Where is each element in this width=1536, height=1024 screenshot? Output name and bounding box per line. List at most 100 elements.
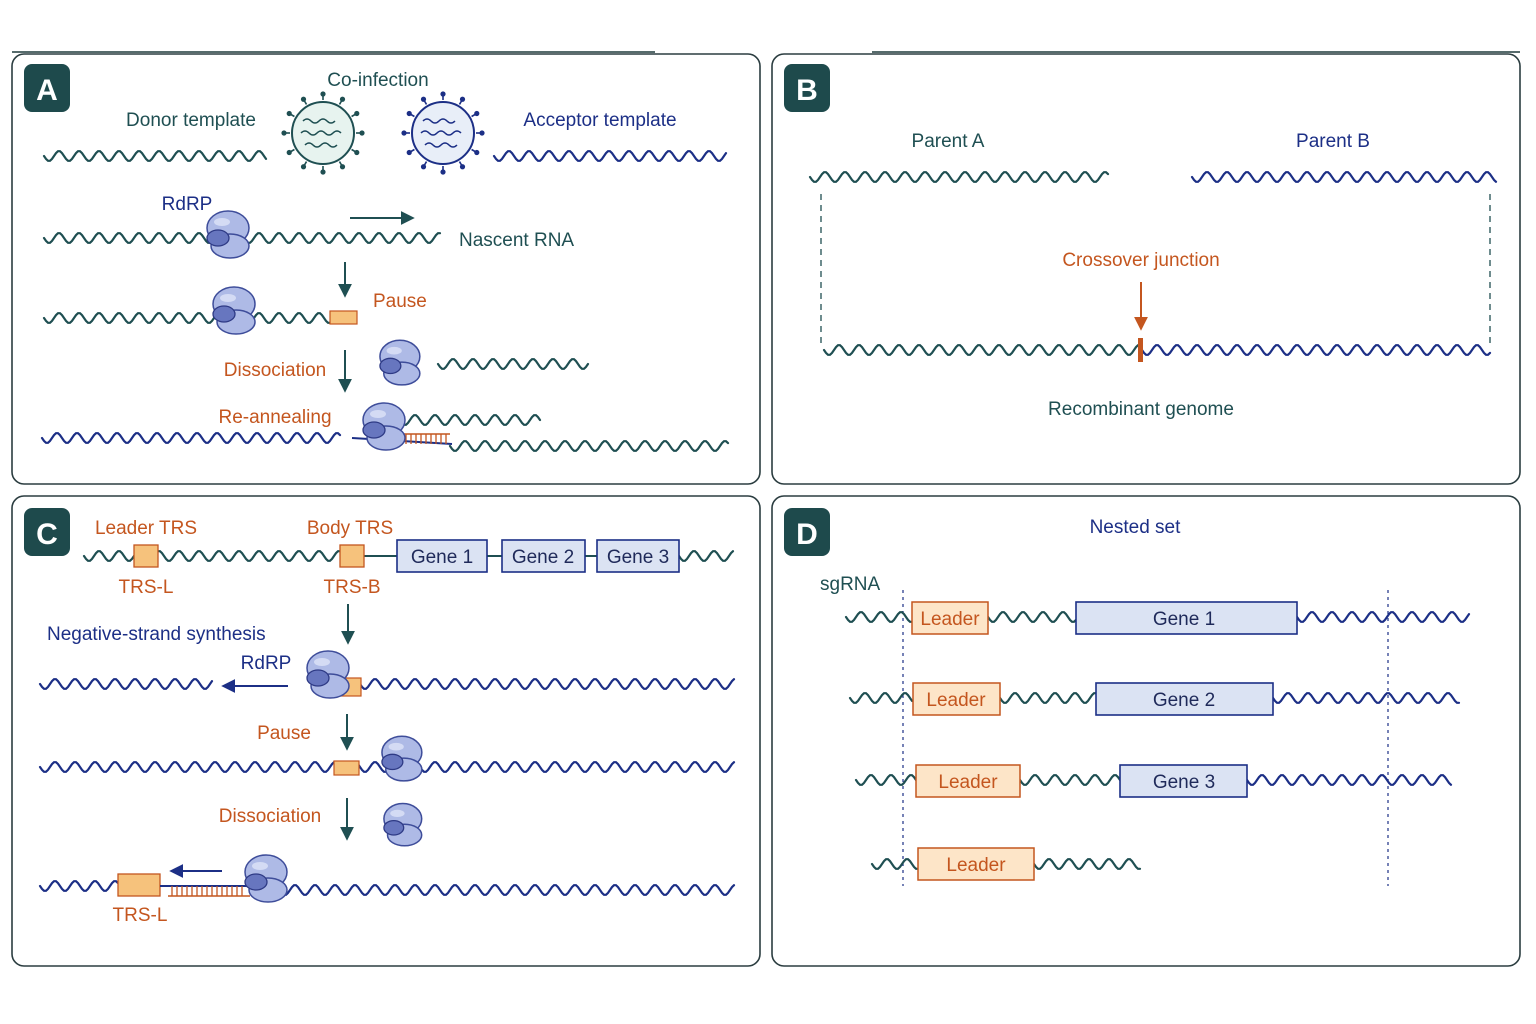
rdrp-label-a: RdRP xyxy=(162,194,213,215)
panel-c: C Leader TRS Body TRS Gene 1 Gene 2 Gene… xyxy=(24,508,736,926)
rdrp-c-dissociated-icon xyxy=(383,802,423,847)
sgrna-1-tail-strand xyxy=(1295,611,1471,623)
panel-b-badge-label: B xyxy=(796,74,818,107)
sgrna-4-lead-strand xyxy=(870,858,920,870)
sgrna-label: sgRNA xyxy=(820,574,881,595)
trs-l-bottom-label: TRS-L xyxy=(113,905,168,926)
panel-d-badge xyxy=(784,508,830,556)
nascent-rna-label: Nascent RNA xyxy=(459,230,574,251)
crossover-junction-mark xyxy=(1138,338,1143,362)
rdrp-c-switch-icon xyxy=(244,854,288,903)
sgrna-1-gene-box xyxy=(1075,601,1298,635)
genome-strand-c xyxy=(82,550,342,562)
reannealed-nascent-strand xyxy=(398,414,542,426)
sgrna-2-gene-box xyxy=(1095,682,1274,716)
panel-d: D Nested set sgRNA Leader Gene 1 Leader … xyxy=(784,508,1471,886)
rdrp-c-paused-icon xyxy=(381,735,423,782)
pause-label-a: Pause xyxy=(373,291,427,312)
sgrna-4-leader-label: Leader xyxy=(946,855,1006,876)
sgrna-3-tail-strand xyxy=(1245,774,1453,786)
nested-set-label: Nested set xyxy=(1090,517,1182,538)
sgrna-3-lead-strand xyxy=(854,774,918,786)
acceptor-strand-bottom-right xyxy=(448,440,730,452)
negative-strand-label: Negative-strand synthesis xyxy=(47,624,266,645)
panel-a-frame xyxy=(11,53,761,485)
gene-1-label: Gene 1 xyxy=(411,547,473,568)
trs-box-pause xyxy=(333,760,360,776)
sgrna-1-lead-strand xyxy=(844,611,914,623)
gene-2-box xyxy=(501,539,586,573)
crossover-junction-label: Crossover junction xyxy=(1062,250,1219,271)
recombinant-right-strand xyxy=(1140,344,1492,356)
sgrna-3-gene-box xyxy=(1119,764,1248,798)
panel-b-badge xyxy=(784,64,830,112)
rdrp-paused-icon xyxy=(212,286,256,335)
paused-strand xyxy=(42,312,332,324)
sgrna-3-leader-box xyxy=(915,764,1021,798)
parent-b-label: Parent B xyxy=(1296,131,1370,152)
donor-template-strand xyxy=(42,150,268,162)
reannealing-label: Re-annealing xyxy=(218,407,331,428)
panel-c-badge-label: C xyxy=(36,518,58,551)
gene-3-box xyxy=(596,539,680,573)
parent-a-strand xyxy=(808,171,1110,183)
parent-a-label: Parent A xyxy=(912,131,985,152)
acceptor-template-label: Acceptor template xyxy=(523,110,676,131)
sgrna-4-tail-strand xyxy=(1032,858,1142,870)
parent-b-strand xyxy=(1190,171,1498,183)
pause-site-box xyxy=(329,310,358,325)
sgrna-2-leader-label: Leader xyxy=(926,690,986,711)
trs-b-label: TRS-B xyxy=(324,577,381,598)
trs-b-box xyxy=(339,544,365,568)
acceptor-strand-bottom xyxy=(40,432,342,444)
rdrp-dissociated-icon xyxy=(379,339,421,386)
sgrna-2-leader-box xyxy=(912,682,1001,716)
panel-d-frame xyxy=(771,495,1521,967)
gene-2-label: Gene 2 xyxy=(512,547,574,568)
panel-a-badge xyxy=(24,64,70,112)
rdrp-label-c: RdRP xyxy=(241,653,292,674)
gene-3-label: Gene 3 xyxy=(607,547,669,568)
sgrna-1-gene-label: Gene 1 xyxy=(1153,609,1215,630)
leader-trs-label: Leader TRS xyxy=(95,518,197,539)
sgrna-3-mid-strand xyxy=(1018,774,1122,786)
sgrna-3-gene-label: Gene 3 xyxy=(1153,772,1215,793)
trs-l-label: TRS-L xyxy=(119,577,174,598)
sgrna-1-leader-label: Leader xyxy=(920,609,980,630)
body-trs-label: Body TRS xyxy=(307,518,393,539)
sgrna-2-tail-strand xyxy=(1271,692,1461,704)
panel-c-badge xyxy=(24,508,70,556)
donor-virion-icon xyxy=(281,91,365,175)
base-pair-rungs xyxy=(404,433,450,444)
panel-a-badge-label: A xyxy=(36,74,58,107)
panel-b-frame xyxy=(771,53,1521,485)
acceptor-template-strand xyxy=(492,150,728,162)
sgrna-2-lead-strand xyxy=(848,692,914,704)
sgrna-4-leader-box xyxy=(917,847,1035,881)
sgrna-2-mid-strand xyxy=(998,692,1098,704)
sgrna-1-mid-strand xyxy=(986,611,1078,623)
switch-strand-left xyxy=(38,880,120,892)
sgrna-1-leader-box xyxy=(911,601,989,635)
switch-strand-right xyxy=(278,884,736,896)
panel-a: A Co-infection Donor template Acceptor t… xyxy=(24,64,730,452)
rdrp-polymerase-icon xyxy=(206,210,250,259)
coinfection-label: Co-infection xyxy=(327,70,428,91)
trs-l-box xyxy=(133,544,159,568)
genome-strand-c-tail xyxy=(677,550,735,562)
rdrp-c-icon xyxy=(306,650,350,699)
panel-c-frame xyxy=(11,495,761,967)
dissociation-label-c: Dissociation xyxy=(219,806,321,827)
positive-template-c1 xyxy=(358,678,736,690)
trs-l-box-bottom xyxy=(117,873,161,897)
donor-template-label: Donor template xyxy=(126,110,256,131)
released-nascent-strand xyxy=(436,358,590,370)
sgrna-3-leader-label: Leader xyxy=(938,772,998,793)
acceptor-virion-icon xyxy=(401,91,485,175)
pause-label-c: Pause xyxy=(257,723,311,744)
base-pair-rungs-c xyxy=(171,886,243,896)
gene-1-box xyxy=(396,539,488,573)
rdrp-reannealing-icon xyxy=(362,402,406,451)
panel-d-badge-label: D xyxy=(796,518,818,551)
